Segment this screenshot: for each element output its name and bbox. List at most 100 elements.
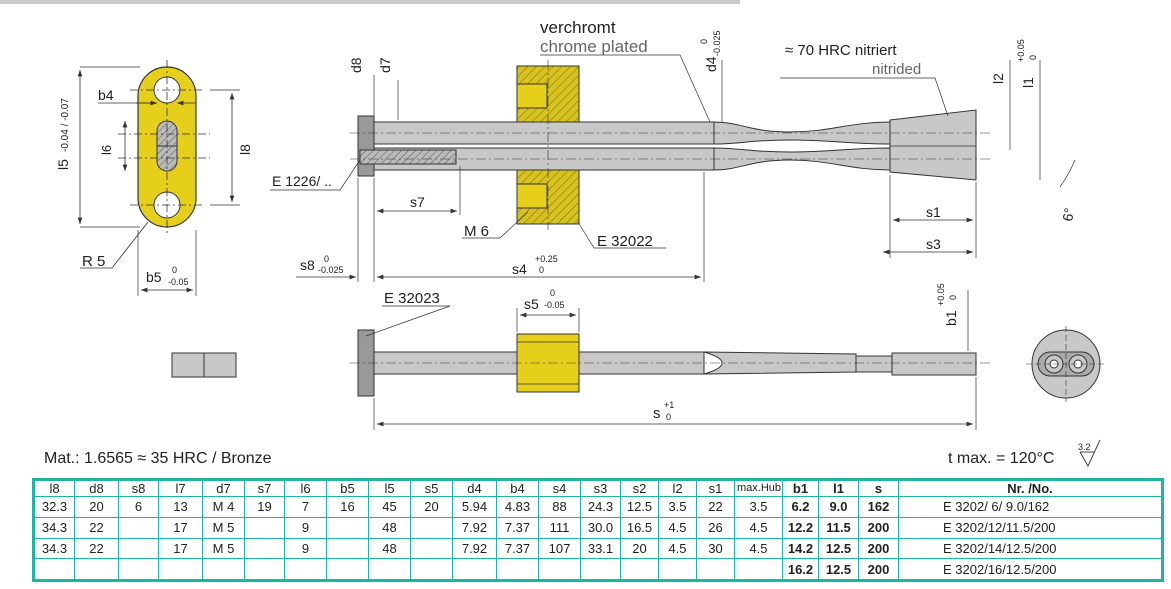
- table-cell-s3: 30.0: [580, 516, 621, 539]
- table-cell-s2: 12.5: [620, 496, 659, 518]
- table-cell-d7: [202, 558, 245, 580]
- l5-label: l5: [55, 159, 71, 170]
- b1-tol-top: +0.05: [936, 283, 946, 306]
- table-cell-b5: [326, 558, 369, 580]
- table-cell-l1: 9.0: [818, 496, 859, 518]
- l1-tol-bot: 0: [1028, 55, 1038, 60]
- l5-tolerance: -0.04 / -0.07: [60, 98, 71, 152]
- table-cell-nr-no: E 3202/16/12.5/200: [898, 558, 1162, 580]
- table-cell-s7: [244, 516, 285, 539]
- e32023-label: E 32023: [384, 290, 440, 307]
- b5-label: b5: [146, 269, 162, 285]
- table-cell-max-hub: 4.5: [734, 516, 783, 539]
- s1-label: s1: [926, 204, 941, 220]
- b1-tol-bot: 0: [948, 295, 958, 300]
- max-temperature-text: t max. = 120°C: [948, 450, 1055, 467]
- table-cell-d7: M 5: [202, 537, 245, 560]
- table-cell-b4: 7.37: [496, 516, 539, 539]
- l1-tol-top: +0.05: [1016, 39, 1026, 62]
- header-d7: d7: [202, 480, 245, 497]
- table-cell-l6: 7: [284, 496, 327, 518]
- m6-label: M 6: [464, 223, 489, 240]
- table-cell-l2: 4.5: [658, 537, 697, 560]
- yellow-plate-view: [77, 60, 240, 296]
- s5-label: s5: [524, 296, 539, 312]
- d4-tol-top: 0: [699, 39, 709, 44]
- header-s2: s2: [620, 480, 659, 497]
- s7-label: s7: [410, 194, 425, 210]
- table-cell-s8: [118, 537, 159, 560]
- surface-finish-value: 3.2: [1078, 442, 1091, 452]
- table-cell-l7: 17: [158, 537, 203, 560]
- header-s5: s5: [410, 480, 453, 497]
- table-cell-nr-no: E 3202/12/11.5/200: [898, 516, 1162, 539]
- header-l6: l6: [284, 480, 327, 497]
- table-cell-nr-no: E 3202/ 6/ 9.0/162: [898, 496, 1162, 518]
- table-cell-b1: 16.2: [782, 558, 819, 580]
- s8-tol-bot: -0.025: [318, 265, 344, 275]
- b5-tol-top: 0: [172, 265, 177, 275]
- table-cell-d8: [74, 558, 119, 580]
- table-cell-l5: 45: [368, 496, 411, 518]
- e1226-label: E 1226/ ..: [272, 173, 332, 189]
- header-l7: l7: [158, 480, 203, 497]
- table-cell-s2: 20: [620, 537, 659, 560]
- surface-finish-symbol: [1079, 439, 1101, 467]
- table-cell-max-hub: 4.5: [734, 537, 783, 560]
- table-cell-s: 200: [858, 558, 899, 580]
- material-text: Mat.: 1.6565 ≈ 35 HRC / Bronze: [44, 450, 272, 467]
- table-cell-l1: 11.5: [818, 516, 859, 539]
- l2-label: l2: [990, 73, 1006, 84]
- d4-label: d4: [703, 56, 719, 72]
- table-cell-s5: [410, 537, 453, 560]
- d4-tol-bot: -0.025: [712, 30, 722, 56]
- table-cell-s4: 88: [538, 496, 581, 518]
- table-cell-l8: 34.3: [34, 516, 75, 539]
- header-s7: s7: [244, 480, 285, 497]
- table-cell-l6: [284, 558, 327, 580]
- table-cell-d8: 22: [74, 537, 119, 560]
- table-cell-s4: 107: [538, 537, 581, 560]
- s4-label: s4: [512, 261, 527, 277]
- header-l5: l5: [368, 480, 411, 497]
- table-cell-d4: 7.92: [452, 537, 497, 560]
- technical-drawing: b4 l6 l8 l5 -0.04 / -0.07 R 5 b5 0 -0.05: [0, 0, 1106, 467]
- lower-pin-view: [350, 290, 990, 430]
- s-tol-top: +1: [664, 400, 674, 410]
- grey-block: [171, 352, 237, 378]
- table-cell-s3: [580, 558, 621, 580]
- header-max-hub: max.Hub: [734, 480, 783, 497]
- header-l8: l8: [34, 480, 75, 497]
- table-cell-l2: 3.5: [658, 496, 697, 518]
- e32022-label: E 32022: [597, 233, 653, 250]
- table-cell-s7: 19: [244, 496, 285, 518]
- table-cell-b4: 4.83: [496, 496, 539, 518]
- header-nr: Nr. /No.: [898, 480, 1162, 497]
- table-cell-l2: [658, 558, 697, 580]
- table-cell-b5: [326, 516, 369, 539]
- header-b4: b4: [496, 480, 539, 497]
- table-cell-s7: [244, 537, 285, 560]
- table-cell-l6: 9: [284, 537, 327, 560]
- table-cell-d7: M 4: [202, 496, 245, 518]
- table-cell-s1: 26: [696, 516, 735, 539]
- table-cell-s8: 6: [118, 496, 159, 518]
- table-cell-l7: [158, 558, 203, 580]
- table-cell-l7: 17: [158, 516, 203, 539]
- table-cell-s3: 24.3: [580, 496, 621, 518]
- l6-label: l6: [99, 145, 114, 155]
- header-s8: s8: [118, 480, 159, 497]
- table-cell-l5: 48: [368, 537, 411, 560]
- table-cell-l8: [34, 558, 75, 580]
- table-cell-l8: 34.3: [34, 537, 75, 560]
- table-cell-l1: 12.5: [818, 558, 859, 580]
- table-cell-d4: 5.94: [452, 496, 497, 518]
- table-cell-d4: 7.92: [452, 516, 497, 539]
- table-header-row: l8 d8 s8 l7 d7 s7 l6 b5 l5 s5 d4 b4 s4 s…: [34, 480, 1162, 497]
- s5-tol-top: 0: [550, 288, 555, 298]
- table-cell-s: 162: [858, 496, 899, 518]
- table-cell-d8: 22: [74, 516, 119, 539]
- b5-tol-bot: -0.05: [168, 277, 189, 287]
- header-s3: s3: [580, 480, 621, 497]
